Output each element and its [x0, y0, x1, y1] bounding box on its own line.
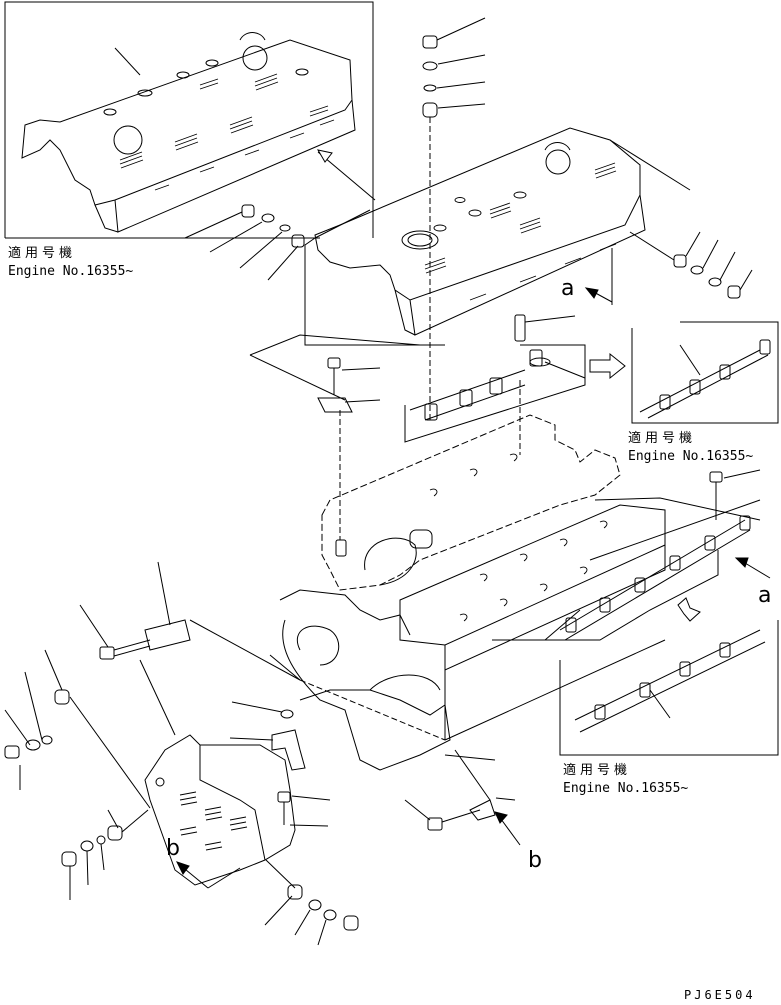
mount-bracket	[230, 702, 330, 825]
inset-right-bottom-engine-number: Engine No.16355~	[563, 781, 689, 796]
fuel-line-assembly	[492, 470, 770, 640]
fuel-pipe-clamp	[405, 750, 520, 845]
inset-top-left-applicable-label: 適用号機	[8, 246, 77, 261]
bracket-bolt-left	[250, 335, 420, 540]
callout-b-right: b	[528, 848, 542, 873]
top-cap-nut-stack	[423, 18, 485, 420]
callout-a-upper: a	[561, 276, 575, 301]
callout-b-left: b	[166, 836, 180, 861]
side-bracket	[80, 562, 300, 735]
head-cover	[305, 128, 690, 345]
cylinder-head	[270, 415, 665, 770]
alternate-head-cover-drawing	[22, 33, 375, 233]
inset-right-top-engine-number: Engine No.16355~	[628, 449, 754, 464]
left-washer-stack-lower	[62, 810, 148, 900]
cover-side-washers	[185, 205, 304, 280]
drawing-code: PJ6E504	[684, 988, 756, 1002]
left-washer-stack-upper	[5, 650, 150, 808]
right-washer-stack-lower	[265, 860, 358, 945]
inset-right-bottom-applicable-label: 適用号機	[563, 763, 632, 778]
side-cover	[145, 735, 328, 885]
callout-b-left-arrow	[177, 862, 240, 888]
callout-a-upper-arrow	[586, 248, 612, 305]
rocker-bracket-drawing	[405, 315, 625, 455]
callout-a-lower: a	[758, 583, 772, 608]
cover-right-washers	[630, 232, 752, 298]
inset-right-top-applicable-label: 適用号機	[628, 431, 697, 446]
inset-top-left-engine-number: Engine No.16355~	[8, 264, 134, 279]
inset-right-bottom-frame	[560, 620, 778, 755]
inset-right-top-frame	[632, 322, 778, 423]
inset-top-left-frame	[5, 2, 373, 238]
